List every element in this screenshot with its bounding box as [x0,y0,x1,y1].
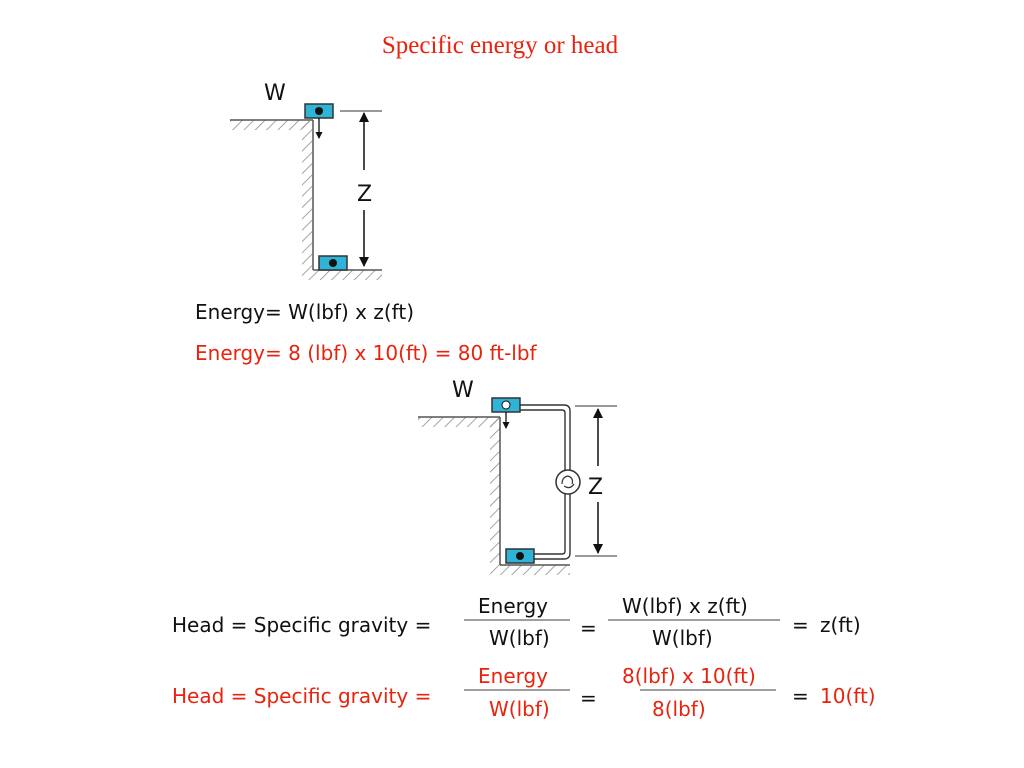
bottom-ground-hatch [418,417,500,427]
head-example-equals-2: = [792,684,809,708]
head-example-frac2-numerator: 8(lbf) x 10(ft) [622,664,756,688]
energy-example: Energy= 8 (lbf) x 10(ft) = 80 ft-lbf [195,341,537,365]
top-height-label: Z [357,182,372,207]
bottom-weight-label: W [452,378,474,403]
energy-formula: Energy= W(lbf) x z(ft) [195,300,414,324]
top-cliff-hatch [302,120,312,270]
top-weight-lower [318,255,348,271]
head-example-lhs: Head = Specific gravity = [172,684,432,708]
bottom-weight-lower [505,548,535,564]
bottom-diagram: W Z [418,378,617,575]
head-example-equals-1: = [580,686,597,710]
head-example-frac1-numerator: Energy [478,664,549,688]
top-weight-label: W [264,81,286,106]
bottom-floor-hatch [490,565,570,575]
head-example-frac2-denominator: 8(lbf) [652,697,706,721]
head-formula-frac2-numerator: W(lbf) x z(ft) [622,594,748,618]
page-title: Specific energy or head [381,32,619,59]
top-weight-upper [304,103,334,139]
bottom-height-label: Z [588,475,603,500]
top-floor-hatch [302,270,382,280]
head-formula-equals-1: = [580,616,597,640]
turbine-icon [555,469,581,495]
head-formula-frac2-denominator: W(lbf) [652,626,713,650]
head-formula-frac1-denominator: W(lbf) [489,626,550,650]
head-formula-result: z(ft) [820,613,861,637]
bottom-weight-upper [491,397,521,429]
head-example-result: 10(ft) [820,684,876,708]
top-ground-hatch [230,120,310,130]
head-formula-equals-2: = [792,613,809,637]
head-formula-frac1-numerator: Energy [478,594,549,618]
head-example-frac1-denominator: W(lbf) [489,697,550,721]
head-formula-lhs: Head = Specific gravity = [172,613,432,637]
top-diagram: W Z [230,81,382,280]
bottom-cliff-hatch [490,417,500,565]
